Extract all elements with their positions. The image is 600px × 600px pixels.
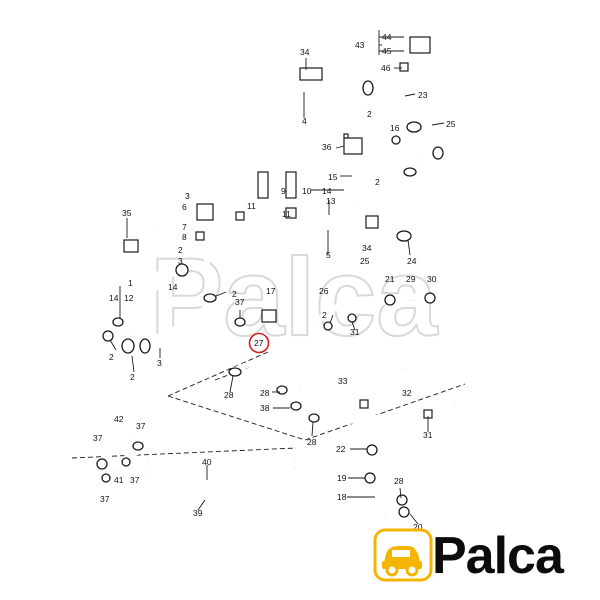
callout-37: 37 bbox=[136, 421, 146, 431]
hose-26 bbox=[312, 299, 386, 327]
callout-2: 2 bbox=[375, 177, 380, 187]
callout-33: 33 bbox=[338, 376, 348, 386]
callout-44: 44 bbox=[382, 32, 392, 42]
callout-28: 28 bbox=[394, 476, 404, 486]
callout-3: 3 bbox=[178, 256, 183, 266]
callout-43: 43 bbox=[355, 40, 365, 50]
callout-3: 3 bbox=[157, 358, 162, 368]
hose-29 bbox=[394, 292, 426, 302]
callout-39: 39 bbox=[193, 508, 203, 518]
callout-15: 15 bbox=[328, 172, 338, 182]
callout-46: 46 bbox=[381, 63, 391, 73]
callout-5: 5 bbox=[326, 250, 331, 260]
callout-2: 2 bbox=[322, 310, 327, 320]
callout-14: 14 bbox=[168, 282, 178, 292]
callout-12: 12 bbox=[124, 293, 134, 303]
callout-2: 2 bbox=[367, 109, 372, 119]
callout-13: 13 bbox=[326, 196, 336, 206]
hose-23 bbox=[374, 80, 419, 128]
callout-34: 34 bbox=[362, 243, 372, 253]
hose-24 bbox=[401, 157, 427, 234]
callout-41: 41 bbox=[114, 475, 124, 485]
callout-26: 26 bbox=[319, 286, 329, 296]
callout-37: 37 bbox=[100, 494, 110, 504]
highlight-circle-27 bbox=[248, 332, 270, 354]
pipe-39-40 bbox=[144, 456, 296, 507]
callout-25: 25 bbox=[360, 256, 370, 266]
leader-lines bbox=[109, 30, 445, 525]
hose-42 bbox=[99, 432, 131, 464]
callout-11: 11 bbox=[247, 201, 256, 211]
car-icon bbox=[373, 528, 433, 582]
callout-7: 7 bbox=[182, 222, 187, 232]
callout-10: 10 bbox=[302, 186, 312, 196]
callout-labels: 34 43 44 45 46 23 4 2 16 25 36 2 15 14 9… bbox=[93, 32, 456, 532]
callout-6: 6 bbox=[182, 202, 187, 212]
callout-31: 31 bbox=[350, 327, 360, 337]
callout-2: 2 bbox=[232, 289, 237, 299]
hose-27 bbox=[233, 341, 349, 373]
callout-11: 11 bbox=[282, 209, 291, 219]
callout-23: 23 bbox=[418, 90, 428, 100]
hose-33 bbox=[297, 358, 403, 391]
callout-45: 45 bbox=[382, 46, 392, 56]
callout-20: 20 bbox=[413, 522, 423, 532]
hose-3 bbox=[142, 296, 231, 353]
hose-4 bbox=[153, 85, 360, 231]
callout-28: 28 bbox=[260, 388, 270, 398]
callout-34: 34 bbox=[300, 47, 310, 57]
callout-18: 18 bbox=[337, 492, 347, 502]
callout-2: 2 bbox=[109, 352, 114, 362]
callout-37: 37 bbox=[130, 475, 140, 485]
callout-1: 1 bbox=[128, 278, 133, 288]
callout-37: 37 bbox=[235, 297, 245, 307]
callout-37: 37 bbox=[93, 433, 103, 443]
callout-4: 4 bbox=[302, 116, 307, 126]
callout-8: 8 bbox=[182, 232, 187, 242]
callout-3: 3 bbox=[185, 191, 190, 201]
callout-16: 16 bbox=[390, 123, 400, 133]
hose-5 bbox=[202, 203, 358, 271]
callout-31: 31 bbox=[423, 430, 433, 440]
logo-text: Palca bbox=[432, 527, 564, 585]
callout-2: 2 bbox=[130, 372, 135, 382]
callout-40: 40 bbox=[202, 457, 212, 467]
callout-17: 17 bbox=[266, 286, 276, 296]
callout-36: 36 bbox=[322, 142, 332, 152]
callout-35: 35 bbox=[122, 208, 132, 218]
callout-32: 32 bbox=[402, 388, 412, 398]
callout-9: 9 bbox=[281, 186, 286, 196]
callout-24: 24 bbox=[407, 256, 417, 266]
hardware-parts bbox=[123, 36, 433, 419]
hose-clamps bbox=[96, 80, 444, 518]
callout-28: 28 bbox=[224, 390, 234, 400]
callout-42: 42 bbox=[114, 414, 124, 424]
hose-1 bbox=[122, 261, 180, 333]
callout-21: 21 bbox=[385, 274, 395, 284]
callout-29: 29 bbox=[406, 274, 416, 284]
callout-27: 27 bbox=[254, 338, 264, 348]
hose-32 bbox=[317, 396, 458, 428]
callout-2: 2 bbox=[178, 245, 183, 255]
callout-19: 19 bbox=[337, 473, 347, 483]
callout-14: 14 bbox=[322, 186, 332, 196]
callout-30: 30 bbox=[427, 274, 437, 284]
callout-22: 22 bbox=[336, 444, 346, 454]
callout-14: 14 bbox=[109, 293, 119, 303]
callout-25: 25 bbox=[446, 119, 456, 129]
palca-logo: Palca bbox=[372, 524, 577, 590]
callout-28: 28 bbox=[307, 437, 317, 447]
callout-38: 38 bbox=[260, 403, 270, 413]
hose-18 bbox=[372, 454, 390, 517]
